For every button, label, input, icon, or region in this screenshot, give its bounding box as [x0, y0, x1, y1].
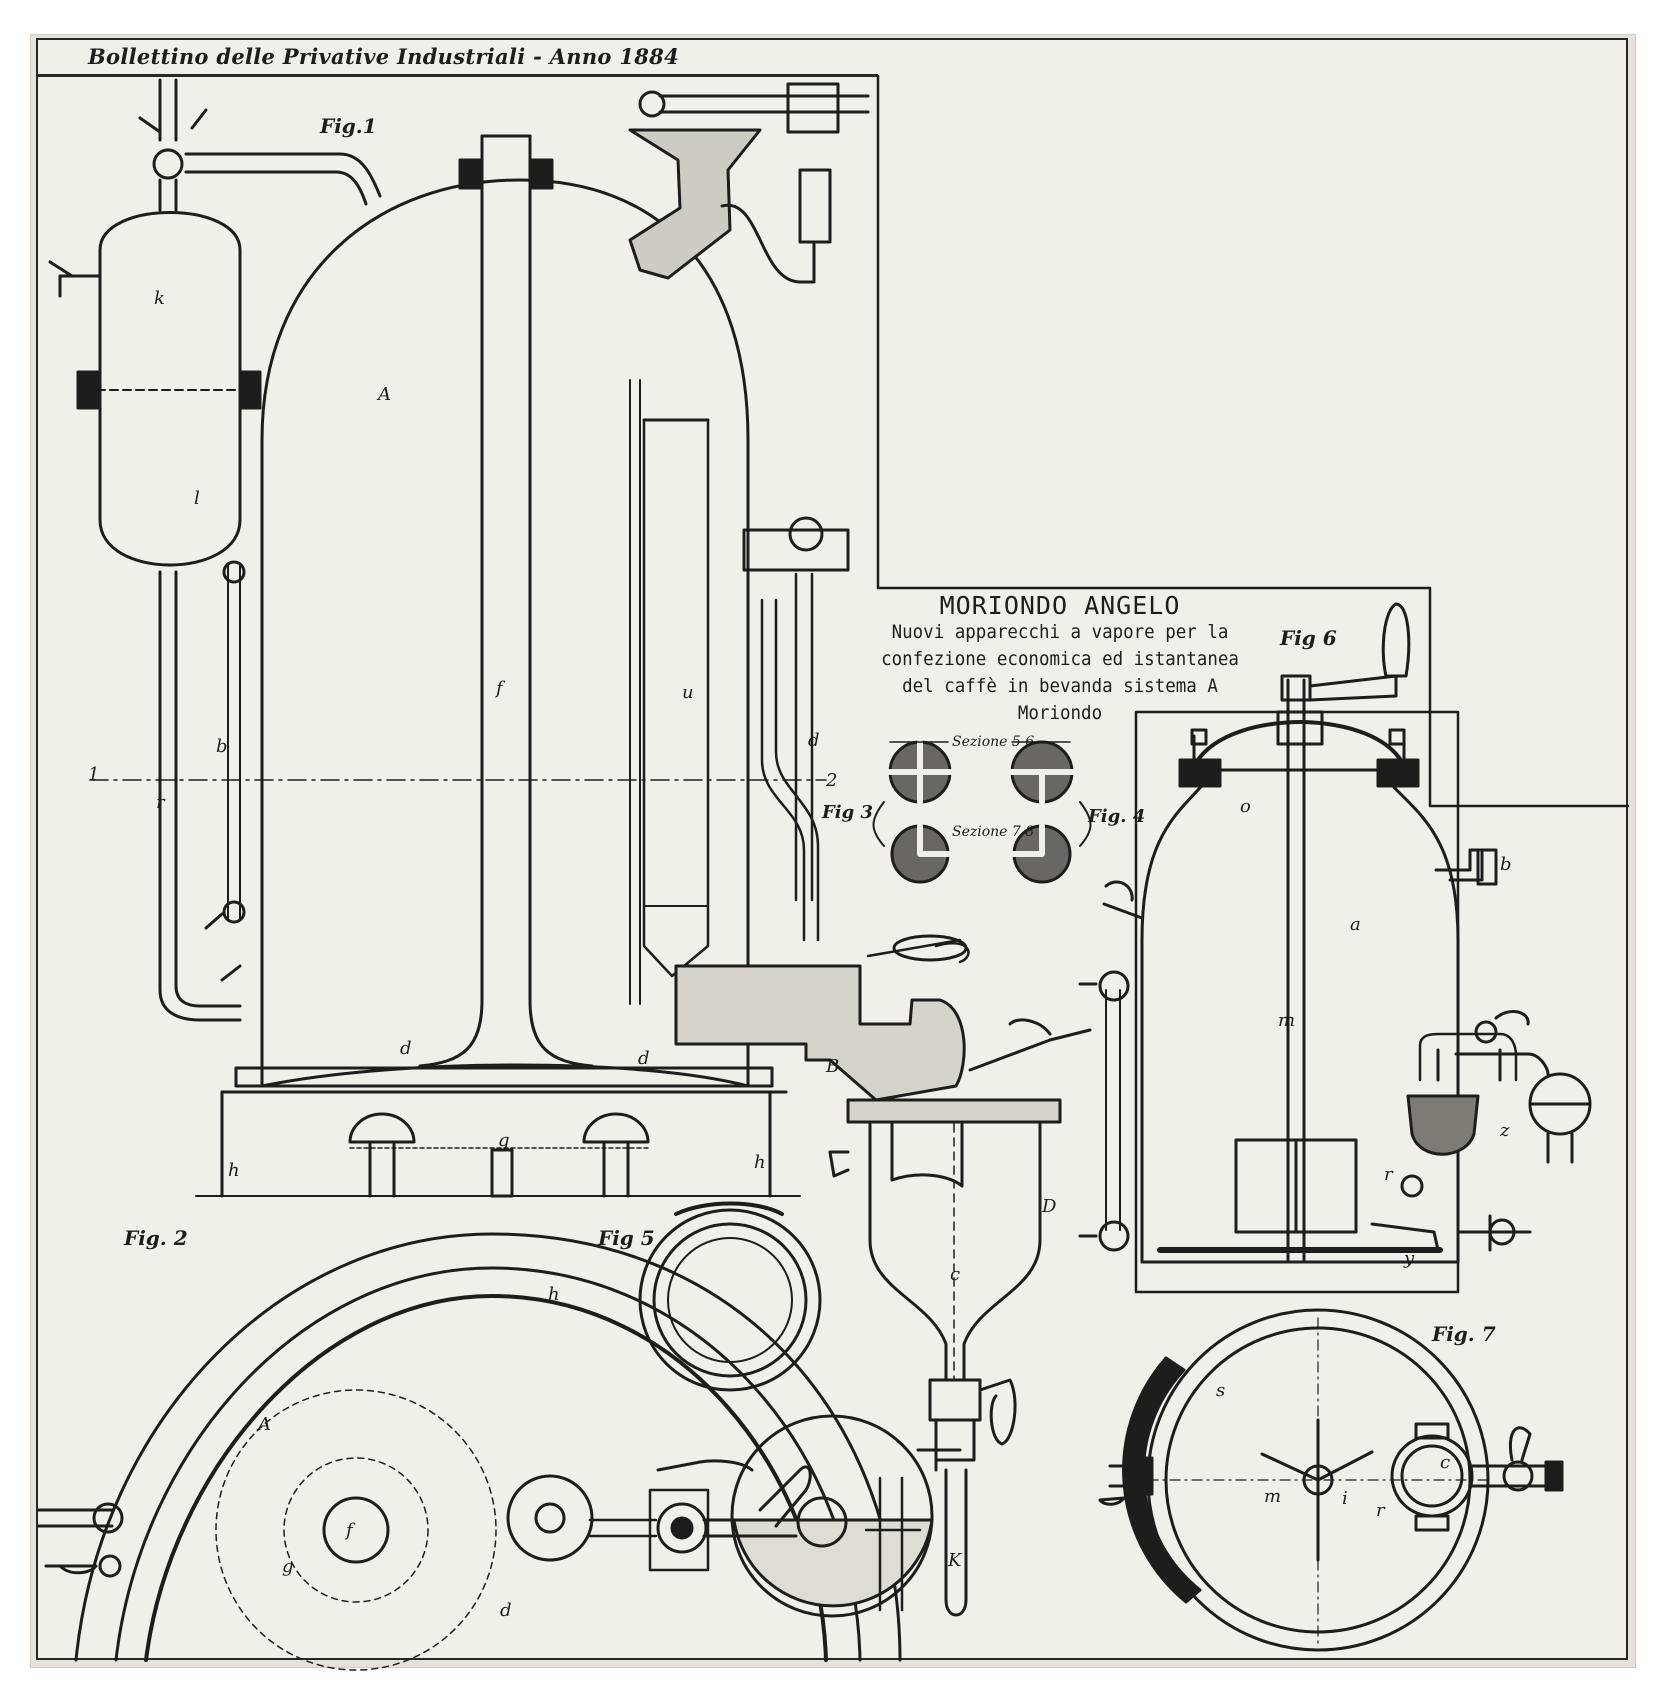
part-label-b: b	[216, 736, 228, 757]
part-label-g-fig2: g	[282, 1556, 294, 1577]
fig1-label: Fig.1	[320, 114, 377, 138]
part-label-f: f	[496, 678, 503, 699]
part-label-r-fig6: r	[1384, 1164, 1393, 1185]
section-mark-2: 2	[826, 770, 837, 791]
part-label-d-right: d	[638, 1048, 650, 1069]
part-label-m: m	[1278, 1010, 1295, 1031]
part-label-f-fig2: f	[346, 1520, 353, 1541]
part-label-c: c	[950, 1264, 960, 1285]
title-line-1: Nuovi apparecchi a vapore per la	[858, 619, 1263, 646]
fig7-plan	[1100, 1310, 1562, 1650]
part-label-d-prime: d	[808, 730, 820, 751]
filter-vessel-D	[830, 1100, 1060, 1460]
part-label-z: z	[1500, 1120, 1509, 1141]
part-label-A-fig2: A	[258, 1414, 271, 1435]
part-label-k: k	[154, 288, 165, 309]
title-block: MORIONDO ANGELO Nuovi apparecchi a vapor…	[840, 592, 1280, 727]
section-5-6-label: Sezione 5 6	[952, 734, 1034, 750]
part-label-h-fig2: h	[548, 1284, 560, 1305]
part-label-u: u	[682, 682, 694, 703]
section-7-8-label: Sezione 7 8	[952, 824, 1034, 840]
fig7-label: Fig. 7	[1432, 1322, 1496, 1346]
part-label-y: y	[1404, 1248, 1414, 1269]
part-label-g: g	[498, 1130, 510, 1151]
part-label-K: K	[948, 1550, 961, 1571]
fig3-label: Fig 3	[822, 802, 873, 823]
fig3-fig4-sections	[874, 742, 1091, 882]
part-label-B: B	[826, 1056, 839, 1077]
fig2-label: Fig. 2	[124, 1226, 188, 1250]
inventor-name: MORIONDO ANGELO	[840, 592, 1280, 619]
part-label-r: r	[156, 792, 165, 813]
part-label-m-fig7: m	[1264, 1486, 1281, 1507]
fig2-plan	[38, 1234, 900, 1670]
part-label-s-fig7: s	[1216, 1380, 1225, 1401]
fig5-label: Fig 5	[598, 1226, 655, 1250]
part-label-h-right: h	[754, 1152, 766, 1173]
part-label-a: a	[1350, 914, 1361, 935]
part-label-b-fig6: b	[1500, 854, 1512, 875]
fig4-label: Fig. 4	[1088, 806, 1145, 827]
fig5-detail	[508, 1204, 966, 1617]
part-label-o: o	[1240, 796, 1251, 817]
section-mark-1: 1	[88, 764, 99, 785]
part-label-c-fig7: c	[1440, 1452, 1450, 1473]
part-label-r-fig7: r	[1376, 1500, 1385, 1521]
fig6-label: Fig 6	[1280, 626, 1337, 650]
part-label-D: D	[1042, 1196, 1056, 1217]
part-label-l: l	[194, 488, 200, 509]
part-label-h: h	[228, 1160, 240, 1181]
title-line-3: del caffè in bevanda sistema A Moriondo	[858, 673, 1263, 727]
part-label-A: A	[378, 384, 391, 405]
title-line-2: confezione economica ed istantanea	[858, 646, 1263, 673]
part-label-d-fig2: d	[500, 1600, 512, 1621]
part-label-i-fig7: i	[1342, 1488, 1348, 1509]
part-label-d: d	[400, 1038, 412, 1059]
